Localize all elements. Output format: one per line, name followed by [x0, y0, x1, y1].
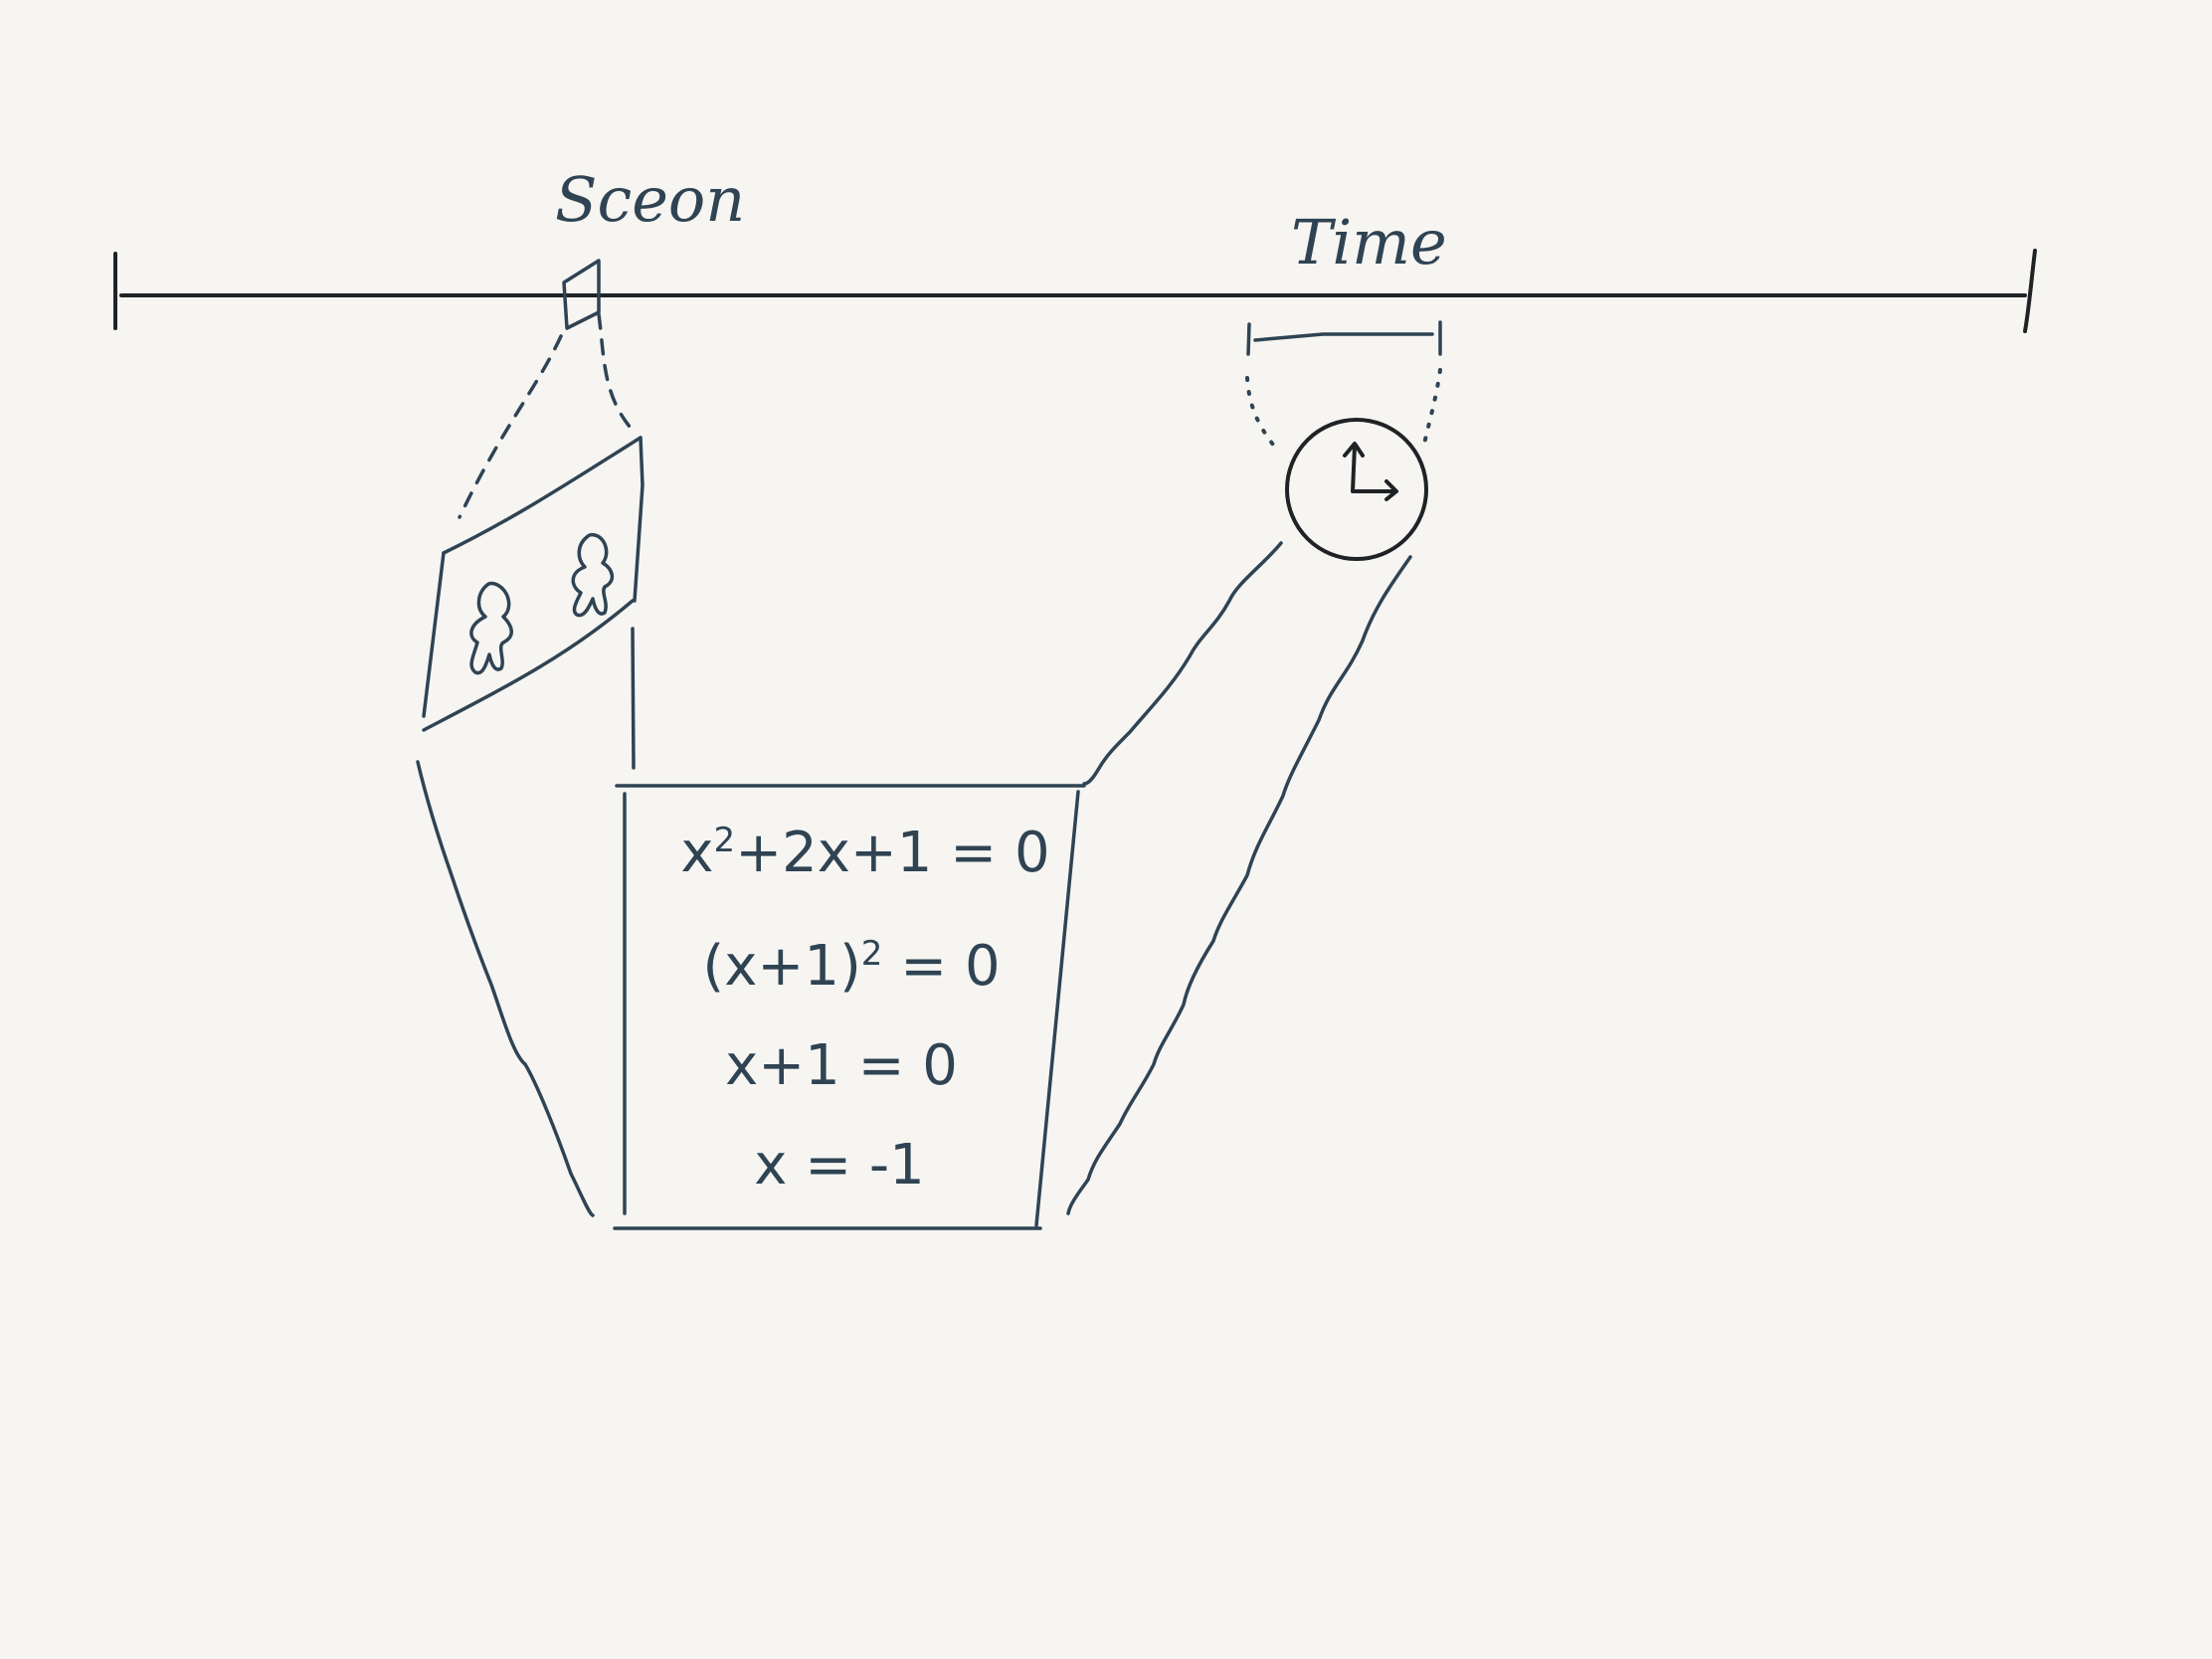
equation-line-4: x = -1: [754, 1133, 925, 1198]
clock-hand-arrowhead-up: [1343, 442, 1365, 458]
person-icon-left: [469, 581, 513, 675]
time-interval: [1246, 320, 1442, 356]
time-interval-start-tick: [1246, 322, 1251, 356]
equation-list: x2+2x+1 = 0 (x+1)2 = 0 x+1 = 0 x = -1: [680, 821, 1049, 1198]
equation-1-base: x: [680, 821, 713, 885]
clock-face: [1285, 418, 1428, 561]
clock-hour-hand: [1351, 444, 1396, 493]
scene-projection-lines: [458, 312, 639, 519]
scene-projection-left: [458, 334, 563, 519]
time-connector-left: [1082, 541, 1283, 786]
scene-projection-right: [597, 312, 639, 437]
equation-line-2: (x+1)2 = 0: [702, 934, 1000, 999]
equation-line-1: x2+2x+1 = 0: [680, 821, 1049, 885]
equation-box: [613, 784, 1086, 1230]
time-connector: [1066, 541, 1412, 1215]
equation-3-base: x+1 = 0: [725, 1033, 958, 1098]
scene-connector: [416, 627, 636, 1217]
scene-panel-left-edge: [422, 551, 446, 718]
equation-box-right: [1034, 790, 1080, 1227]
scene-marker: [562, 259, 601, 330]
person-icon-right: [571, 532, 615, 618]
scene-label: Sceon: [555, 163, 745, 236]
equation-1-sup: 2: [714, 821, 736, 860]
scene-connector-right: [631, 627, 636, 770]
time-projection-lines: [1245, 368, 1442, 452]
scene-panel-bottom-edge: [422, 599, 635, 732]
time-connector-right: [1066, 555, 1412, 1215]
scene-panel-right-edge: [633, 436, 645, 603]
clock-icon: [1285, 418, 1428, 561]
equation-1-rest: +2x+1 = 0: [735, 821, 1049, 885]
time-projection-left: [1245, 376, 1279, 452]
time-label: Time: [1291, 206, 1447, 278]
scene-panel: [422, 436, 645, 732]
people-scene-icon: [469, 532, 615, 675]
time-projection-right: [1422, 368, 1442, 446]
equation-2-rest: = 0: [882, 934, 1000, 999]
time-interval-bar: [1253, 332, 1434, 342]
timeline: [113, 249, 2037, 333]
clock-hand-arrowhead-right: [1384, 479, 1398, 501]
equation-4-base: x = -1: [754, 1133, 925, 1198]
equation-line-3: x+1 = 0: [725, 1033, 958, 1098]
scene-panel-top-edge: [442, 436, 643, 555]
equation-2-base: (x+1): [702, 934, 860, 999]
timeline-end-tick: [2023, 249, 2037, 333]
equation-2-sup: 2: [861, 934, 883, 974]
scene-connector-left: [416, 760, 595, 1217]
